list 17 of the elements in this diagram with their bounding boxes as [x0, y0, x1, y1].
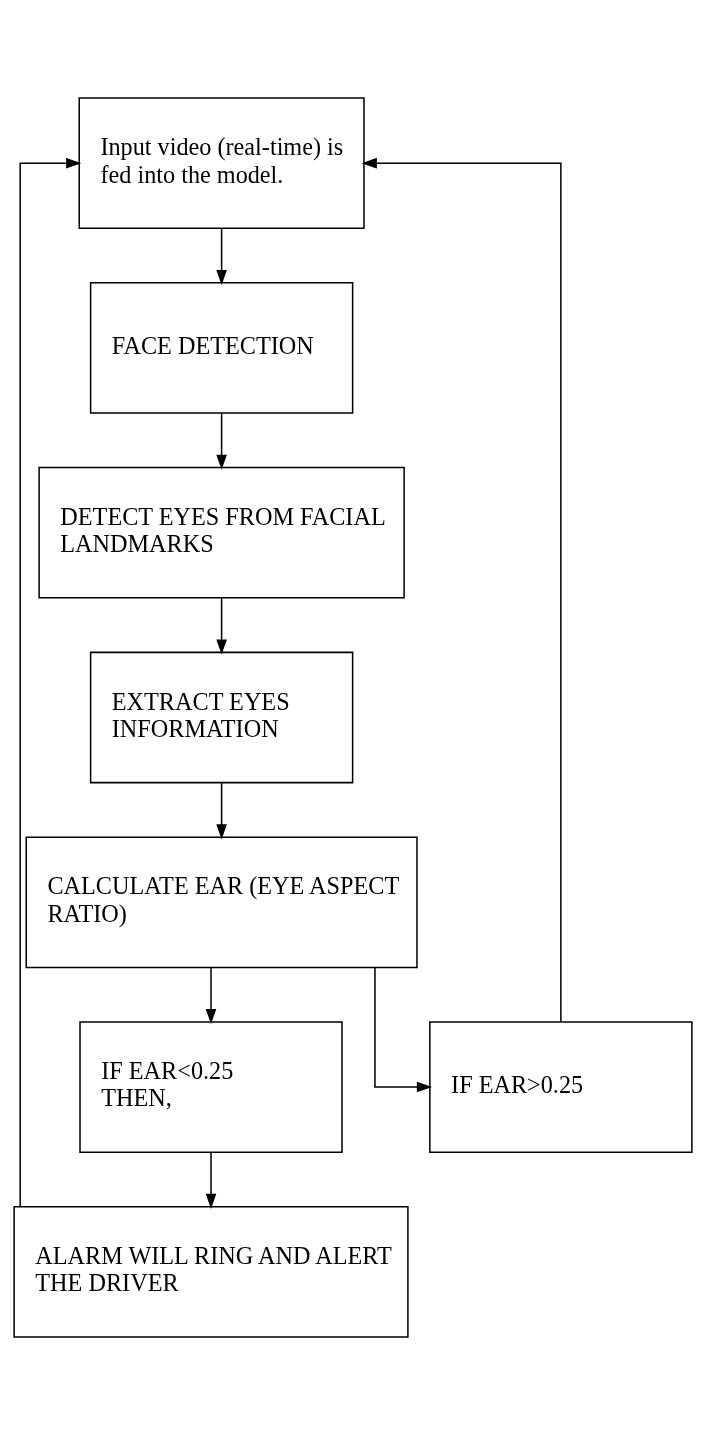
- node-box: CALCULATE EAR (EYE ASPECT RATIO): [25, 836, 418, 969]
- node-box: IF EAR<0.25 THEN,: [79, 1021, 343, 1153]
- arrow: [216, 227, 227, 286]
- arrow: [216, 597, 227, 655]
- node-box: IF EAR>0.25: [429, 1021, 693, 1153]
- arrow: [216, 781, 227, 840]
- arrow: [205, 966, 217, 1025]
- node-box: EXTRACT EYES INFORMATION: [89, 651, 354, 784]
- node-box: Input video (real-time) is fed into the model.: [78, 97, 365, 230]
- node-box: FACE DETECTION: [89, 282, 354, 414]
- arrow: [19, 157, 82, 1208]
- arrow: [361, 157, 562, 1023]
- node-box: DETECT EYES FROM FACIAL LANDMARKS: [38, 466, 405, 599]
- node-box: ALARM WILL RING AND ALERT THE DRIVER: [13, 1205, 409, 1338]
- arrow: [374, 966, 433, 1093]
- arrow: [216, 412, 227, 470]
- arrow: [205, 1151, 217, 1209]
